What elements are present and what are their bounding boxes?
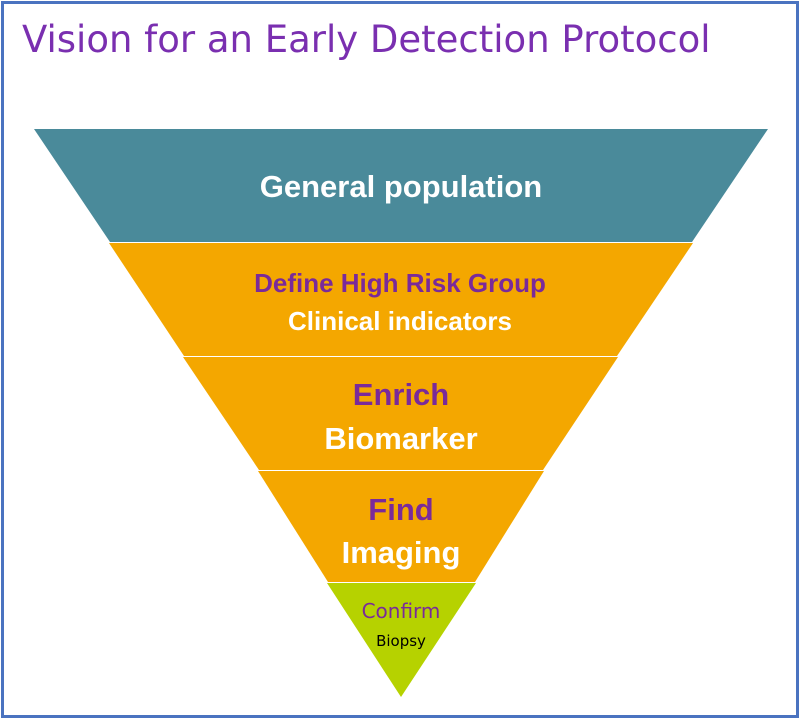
- tier-confirm-sublabel: Biopsy: [376, 632, 426, 650]
- tier-enrich-sublabel: Biomarker: [324, 421, 477, 456]
- tier-high-risk-group-sublabel: Clinical indicators: [288, 306, 512, 336]
- tier-find-label: Find: [368, 492, 433, 527]
- tier-confirm: [327, 583, 476, 697]
- tier-general-population-label: General population: [260, 169, 542, 204]
- tier-high-risk-group-label: Define High Risk Group: [254, 268, 546, 298]
- tier-general-population: [34, 129, 768, 242]
- tier-high-risk-group: [109, 243, 693, 356]
- tier-enrich-label: Enrich: [353, 377, 449, 412]
- tier-confirm-label: Confirm: [362, 599, 441, 623]
- tier-find: [258, 471, 544, 582]
- tier-find-sublabel: Imaging: [342, 535, 461, 570]
- slide-title: Vision for an Early Detection Protocol: [22, 18, 711, 61]
- tier-enrich: [183, 357, 618, 470]
